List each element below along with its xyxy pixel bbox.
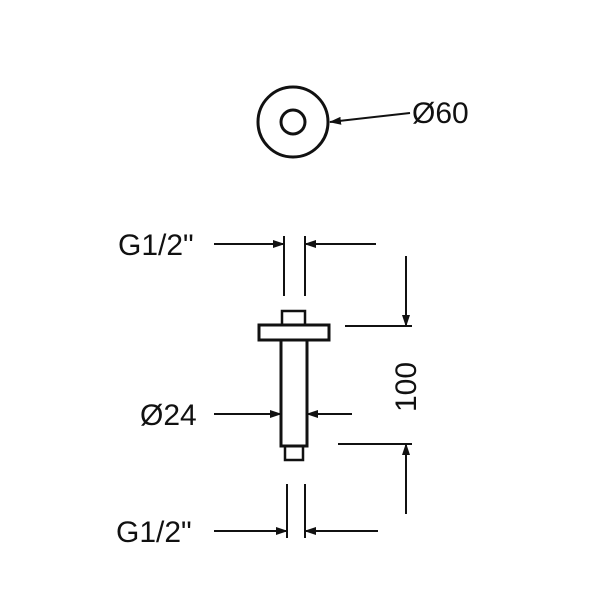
shower-arm-side-view [257, 309, 331, 462]
arm-tube [279, 338, 309, 448]
flange-outer-circle [256, 85, 330, 159]
bottom-thread-nipple [283, 444, 305, 462]
tube-diameter-label: Ø24 [140, 399, 197, 432]
bottom-thread-label: G1/2" [116, 516, 192, 549]
top-thread-label: G1/2" [118, 229, 194, 262]
flange-diameter-dimension: Ø60 [329, 97, 469, 130]
flange-diameter-label: Ø60 [412, 97, 469, 130]
flange-top-view [256, 85, 330, 159]
length-dimension: 100 [338, 256, 423, 514]
bottom-thread-dimension: G1/2" [116, 484, 378, 549]
top-thread-nipple [280, 309, 307, 327]
top-thread-dimension: G1/2" [118, 229, 376, 296]
tube-diameter-dimension: Ø24 [140, 399, 352, 432]
flange-leader-line [329, 112, 411, 125]
flange-plate [257, 323, 331, 342]
length-label: 100 [390, 362, 423, 412]
flange-inner-circle [279, 108, 307, 136]
